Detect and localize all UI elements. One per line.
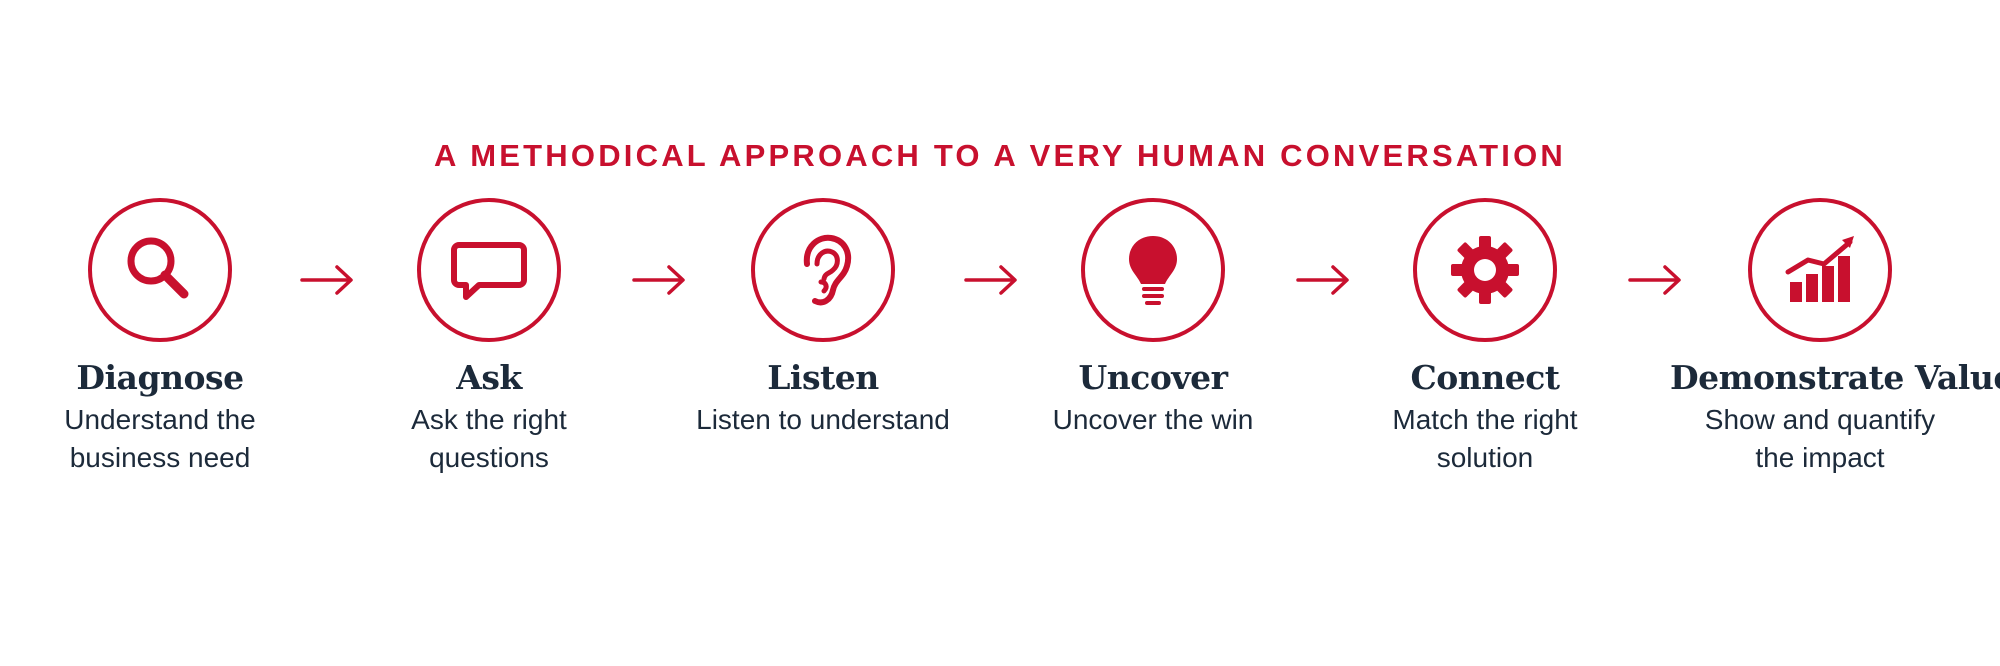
step-title: Ask [456, 358, 522, 397]
arrow-right-icon [300, 265, 353, 295]
step-title: Connect [1410, 358, 1560, 397]
step-ask: Ask Ask the right questions [339, 198, 639, 477]
step-description: Understand the business need [64, 404, 256, 473]
ear-icon [803, 234, 852, 306]
magnifier-icon [127, 237, 189, 299]
icon-circle [417, 198, 561, 342]
step-listen: Listen Listen to understand [673, 198, 973, 439]
icon-circle [751, 198, 895, 342]
arrow-right-icon [1296, 265, 1349, 295]
icon-circle [1413, 198, 1557, 342]
step-description: Ask the right questions [411, 404, 567, 473]
step-description: Show and quantify the impact [1704, 404, 1936, 473]
arrow-right-icon [1628, 265, 1681, 295]
step-diagnose: Diagnose Understand the business need [10, 198, 310, 477]
step-description: Match the right solution [1392, 404, 1578, 473]
arrow-right-icon [964, 265, 1017, 295]
speech-bubble-icon [451, 242, 527, 300]
step-description: Listen to understand [696, 404, 950, 435]
gear-icon [1451, 236, 1519, 304]
arrow-right-icon [632, 265, 685, 295]
step-title: Uncover [1078, 358, 1228, 397]
icon-circle [1748, 198, 1892, 342]
step-title: Listen [767, 358, 879, 397]
step-title: Diagnose [76, 358, 244, 397]
icon-circle [88, 198, 232, 342]
step-connect: Connect Match the right solution [1335, 198, 1635, 477]
step-demonstrate-value: Demonstrate Value Show and quantify the … [1670, 198, 2000, 477]
step-uncover: Uncover Uncover the win [1003, 198, 1303, 439]
icon-circle [1081, 198, 1225, 342]
step-title: Demonstrate Value [1670, 358, 2000, 397]
lightbulb-icon [1129, 236, 1177, 305]
headline: A METHODICAL APPROACH TO A VERY HUMAN CO… [434, 138, 1566, 173]
step-description: Uncover the win [1052, 404, 1254, 435]
growth-chart-icon [1785, 236, 1854, 302]
